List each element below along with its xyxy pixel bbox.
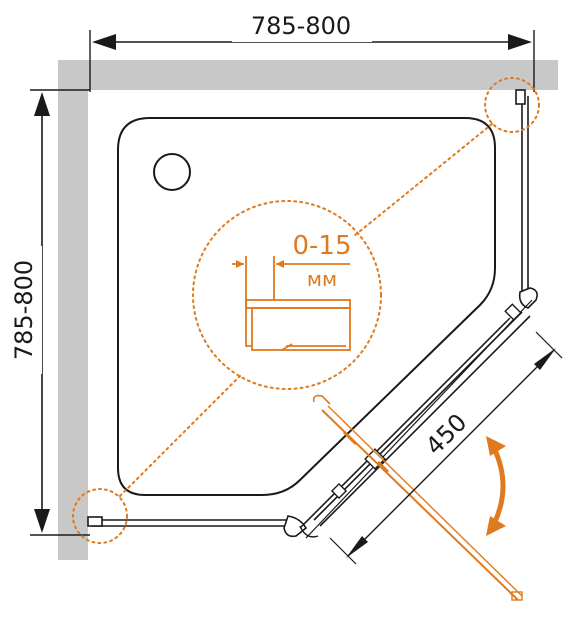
left-dimension — [10, 89, 90, 536]
swing-arrow-icon — [486, 436, 506, 536]
door-width-label: 450 — [420, 408, 472, 460]
wall-left — [58, 60, 88, 560]
gap-detail — [232, 256, 351, 351]
drain-icon — [153, 153, 191, 191]
top-dimension — [89, 14, 535, 92]
left-dimension-label: 785-800 — [10, 260, 38, 360]
gap-unit-label: мм — [307, 267, 337, 291]
detail-circle — [192, 200, 382, 390]
enclosure-frame — [87, 89, 538, 539]
door-width-dimension — [329, 331, 563, 565]
callout-circle-top-right — [484, 77, 540, 133]
wall-top — [58, 60, 558, 90]
detail-callouts — [72, 77, 540, 544]
walls — [58, 60, 558, 560]
door-open-path — [312, 394, 523, 601]
callout-circle-bottom-left — [72, 488, 128, 544]
gap-value-label: 0-15 — [292, 231, 351, 261]
top-dimension-label: 785-800 — [251, 12, 351, 40]
shower-tray — [117, 117, 496, 496]
